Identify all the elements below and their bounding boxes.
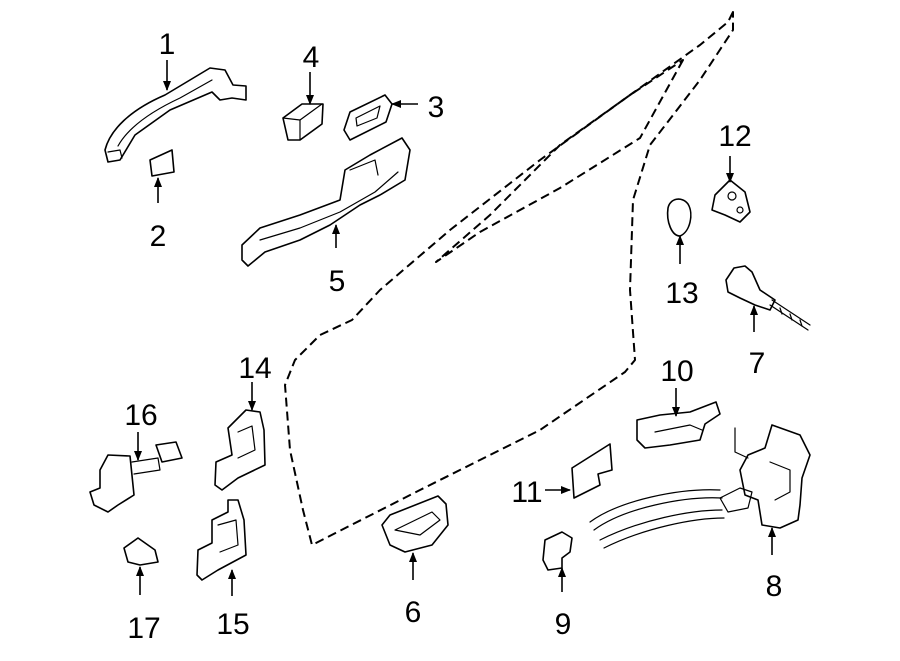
part-5-handle-bracket: [241, 137, 411, 267]
callout-6: 6: [405, 596, 422, 629]
part-7-lock-cylinder: [725, 265, 811, 331]
part-14-upper-hinge: [214, 409, 266, 491]
callout-2: 2: [150, 220, 167, 253]
part-10-bracket: [636, 401, 721, 449]
door-outline: [284, 11, 734, 546]
callout-13: 13: [665, 277, 698, 310]
callout-5: 5: [329, 265, 346, 298]
part-2-handle-cover: [149, 149, 175, 177]
part-8-latch: [719, 424, 811, 529]
part-1-outer-handle: [104, 67, 247, 163]
part-6-inner-handle: [381, 495, 449, 553]
callout-16: 16: [124, 399, 157, 432]
leader-arrows: [134, 60, 776, 596]
callout-11: 11: [511, 476, 542, 509]
part-17-bracket: [123, 537, 159, 566]
callout-15: 15: [216, 608, 249, 641]
callout-14: 14: [238, 352, 271, 385]
part-3-bezel: [343, 94, 393, 141]
callout-10: 10: [660, 355, 693, 388]
part-12-bracket: [711, 179, 751, 223]
callout-7: 7: [749, 347, 766, 380]
part-13-grommet: [666, 198, 692, 237]
callout-3: 3: [428, 91, 445, 124]
part-11-clip: [571, 443, 613, 499]
callout-17: 17: [127, 612, 160, 645]
part-16-door-check: [89, 441, 183, 513]
part-4-cap: [282, 103, 324, 141]
callout-12: 12: [718, 120, 751, 153]
callout-labels: 1 2 3 4 5 6 7 8 9 10 11 12 13 14 15 16 1…: [124, 28, 782, 645]
part-15-lower-hinge: [196, 499, 247, 581]
latch-cables: [589, 489, 725, 549]
part-9-clip: [542, 531, 573, 571]
callout-4: 4: [303, 41, 320, 74]
callout-8: 8: [766, 570, 783, 603]
callout-9: 9: [555, 608, 572, 641]
callout-1: 1: [159, 28, 176, 61]
